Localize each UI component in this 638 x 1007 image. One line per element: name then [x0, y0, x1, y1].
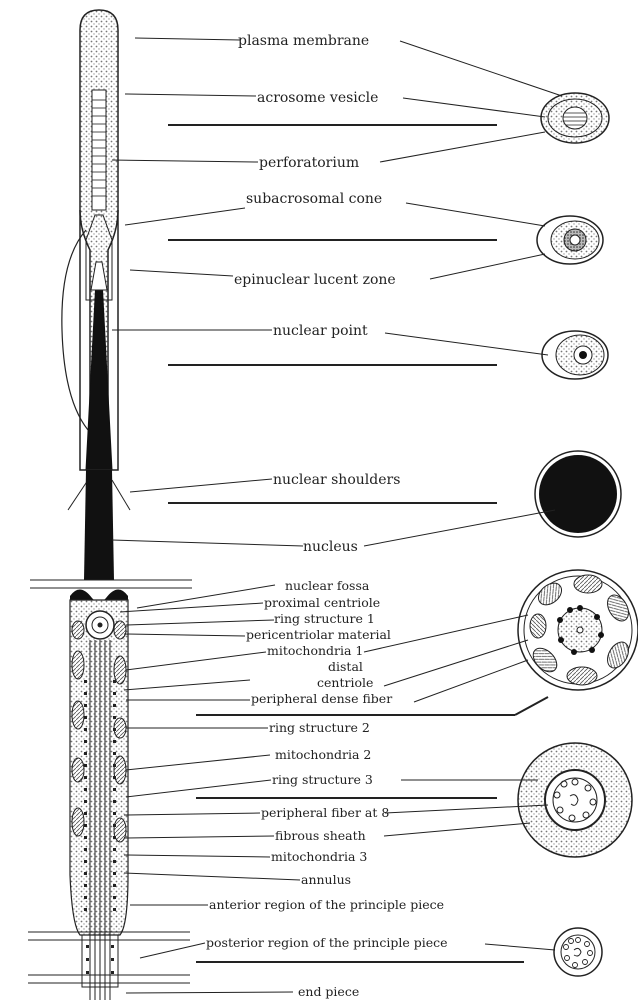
cross-section-nucleus: [535, 451, 621, 537]
cross-section-subacrosomal: [537, 216, 603, 264]
label-perforatorium: perforatorium: [259, 155, 359, 171]
label-end-piece: end piece: [298, 984, 359, 999]
label-acrosome-vesicle: acrosome vesicle: [257, 90, 378, 106]
label-anterior-principle-piece: anterior region of the principle piece: [209, 897, 444, 912]
label-centriole: centriole: [317, 675, 373, 690]
section-separator: [30, 580, 192, 588]
label-mitochondria-3: mitochondria 3: [271, 849, 367, 864]
cross-section-principle-piece: [554, 928, 602, 976]
tail-separator: [28, 932, 190, 983]
label-nuclear-fossa: nuclear fossa: [285, 578, 370, 593]
label-ring-structure-3: ring structure 3: [272, 772, 373, 787]
label-pericentriolar-material: pericentriolar material: [246, 627, 391, 642]
label-subacrosomal-cone: subacrosomal cone: [246, 191, 382, 207]
label-distal: distal: [328, 659, 363, 674]
label-mitochondria-1: mitochondria 1: [267, 643, 363, 658]
label-nucleus: nucleus: [303, 539, 358, 555]
label-plasma-membrane: plasma membrane: [238, 33, 369, 49]
label-posterior-principle-piece: posterior region of the principle piece: [206, 935, 448, 950]
label-peripheral-dense-fiber: peripheral dense fiber: [251, 691, 392, 706]
cross-section-ring3: [518, 743, 632, 857]
label-peripheral-fiber-at-8: peripheral fiber at 8: [261, 805, 389, 820]
cross-section-centriole: [518, 570, 638, 690]
label-nuclear-point: nuclear point: [273, 323, 368, 339]
label-fibrous-sheath: fibrous sheath: [275, 828, 366, 843]
cross-section-acrosome: [541, 93, 609, 143]
labels: plasma membrane acrosome vesicle perfora…: [206, 33, 448, 999]
label-proximal-centriole: proximal centriole: [264, 595, 380, 610]
label-annulus: annulus: [301, 872, 351, 887]
label-mitochondria-2: mitochondria 2: [275, 747, 371, 762]
head-longitudinal: [62, 10, 130, 610]
label-ring-structure-1: ring structure 1: [274, 611, 375, 626]
label-nuclear-shoulders: nuclear shoulders: [273, 472, 400, 488]
label-ring-structure-2: ring structure 2: [269, 720, 370, 735]
cross-section-nuclear-point: [542, 331, 608, 379]
label-epinuclear-lucent-zone: epinuclear lucent zone: [234, 272, 396, 288]
